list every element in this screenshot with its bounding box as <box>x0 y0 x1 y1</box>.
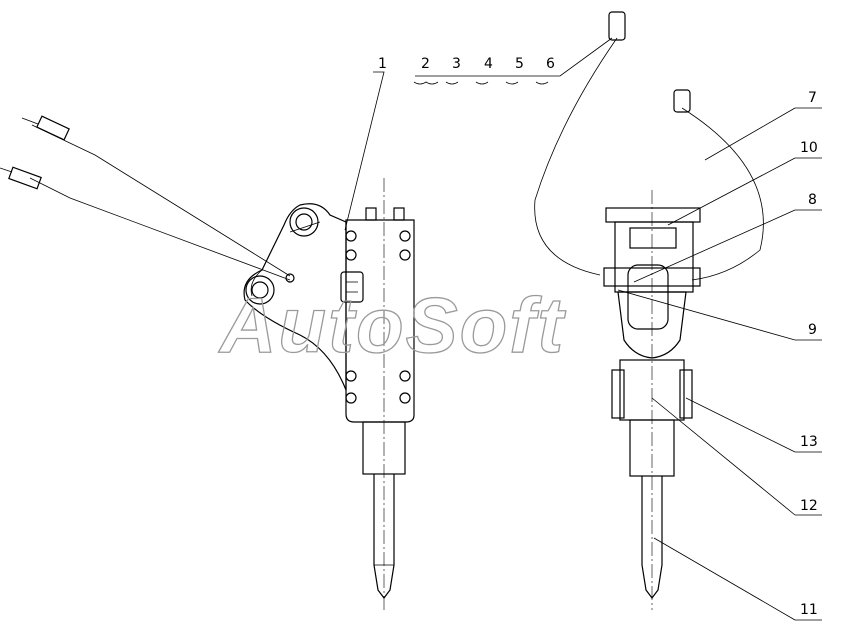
breaker-side-view <box>0 115 415 610</box>
callout-4: 4 <box>484 56 493 72</box>
callout-10: 10 <box>800 140 818 156</box>
callout-11: 11 <box>800 602 818 618</box>
callout-5: 5 <box>515 56 524 72</box>
callout-2: 2 <box>421 56 430 72</box>
callout-9: 9 <box>808 322 817 338</box>
callout-6: 6 <box>546 56 555 72</box>
callout-13: 13 <box>800 434 818 450</box>
leader-lines <box>344 37 822 621</box>
callout-7: 7 <box>808 90 817 106</box>
callout-12: 12 <box>800 498 818 514</box>
callout-3: 3 <box>452 56 461 72</box>
callout-8: 8 <box>808 192 817 208</box>
breaker-front-view <box>534 11 764 610</box>
callout-labels: 1 2 3 4 5 6 7 8 9 10 11 12 13 <box>378 56 818 618</box>
watermark-text: AutoSoft <box>218 281 566 369</box>
callout-1: 1 <box>378 56 387 72</box>
